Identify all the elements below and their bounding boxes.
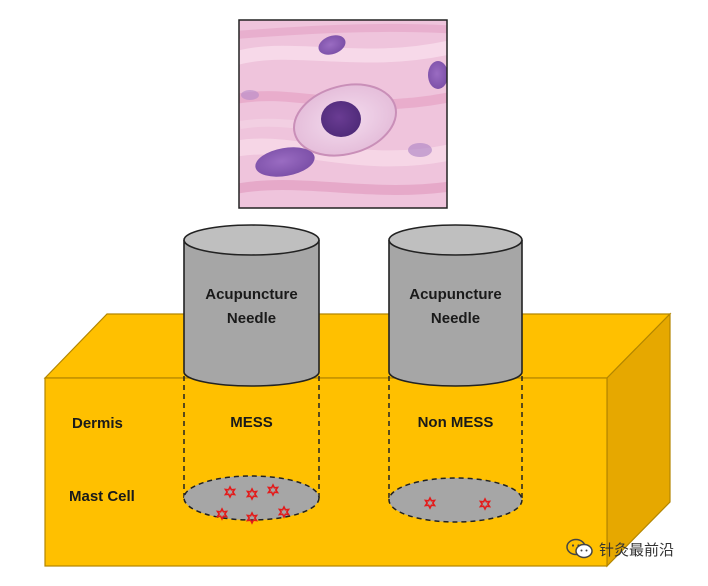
wechat-icon [566, 538, 593, 559]
tissue-front-face [44, 377, 608, 567]
needle-right-label-2: Needle [430, 310, 481, 327]
needle-left [183, 224, 320, 524]
needle-right-label-1: Acupuncture [409, 286, 502, 303]
needle-right [388, 224, 523, 523]
dermis-label: Dermis [72, 415, 123, 432]
needle-left-label-2: Needle [226, 310, 277, 327]
watermark-text: 针灸最前沿 [599, 541, 675, 559]
needle-left-label-1: Acupuncture [205, 286, 298, 303]
mess-label: MESS [230, 414, 273, 431]
histology-image [238, 19, 448, 209]
mast-cell-label: Mast Cell [69, 488, 135, 505]
watermark: 针灸最前沿 [566, 538, 674, 560]
tissue-top-face [43, 313, 672, 379]
mast-cell-area-right [388, 477, 523, 523]
tissue-block [43, 312, 672, 568]
non-mess-label: Non MESS [417, 414, 494, 431]
